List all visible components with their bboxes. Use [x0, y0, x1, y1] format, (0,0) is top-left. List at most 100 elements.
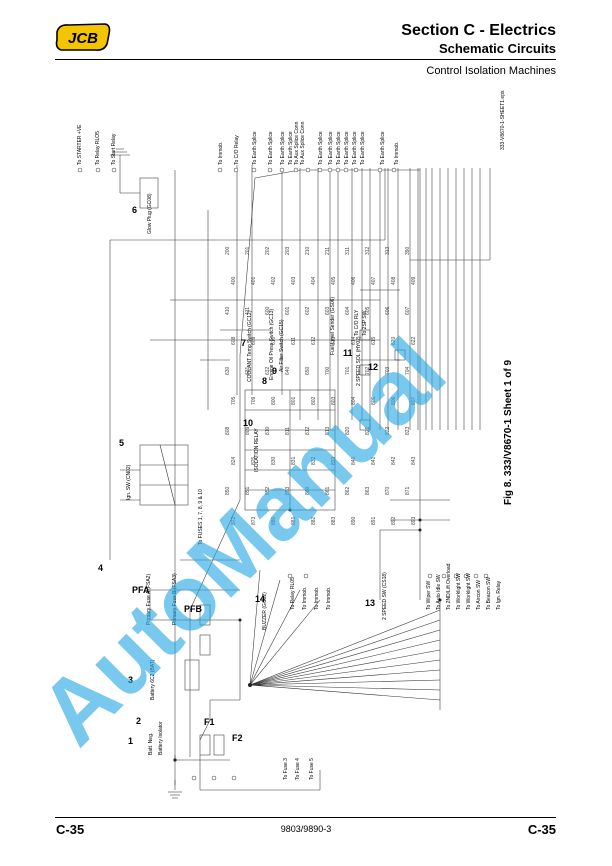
wire-number: 403 — [291, 276, 297, 285]
wire-number: 401 — [251, 276, 257, 285]
wire-number: 607 — [405, 306, 411, 315]
wire-number: 211 — [325, 247, 331, 255]
wire-number: 201 — [245, 246, 251, 255]
label-to-co-rly: To C/O RLY — [354, 309, 360, 336]
component-number-1: 1 — [128, 736, 134, 746]
component-number-11: 11 — [343, 348, 353, 358]
component-number-13: 13 — [365, 598, 376, 608]
wire-number: 202 — [265, 246, 271, 255]
wire-number: 602 — [305, 306, 311, 315]
subsection-title: Schematic Circuits — [438, 41, 556, 56]
wire-number: 893 — [411, 516, 417, 525]
fuse-label-f2: F2 — [232, 733, 243, 743]
wire-number: 631 — [245, 366, 251, 375]
logo-text: JCB — [68, 30, 98, 47]
label-right-bottom-1: To Immob. — [394, 141, 400, 165]
document-number: 9803/9890-3 — [280, 824, 332, 834]
wire-number: 601 — [285, 306, 291, 315]
wire-number: 640 — [285, 366, 291, 375]
wire-number: 843 — [411, 456, 417, 465]
page-number-right: C-35 — [527, 822, 556, 837]
fuse-label-pfb: PFB — [184, 604, 202, 614]
fuse-label-f1: F1 — [204, 717, 215, 727]
wire-number: 402 — [271, 276, 277, 285]
wire-number: 892 — [391, 516, 397, 525]
label-right-list-3: To Earth Splice — [268, 131, 274, 165]
wire-number: 630 — [225, 366, 231, 375]
wire-number: 313 — [385, 246, 391, 255]
label-right-bottom-0: To Earth Splice — [380, 131, 386, 165]
label-2speed-switch: 2 SPEED SW (CS18) — [382, 572, 388, 620]
wire-number: 610 — [271, 336, 277, 345]
label-ign-switch: Ign. SW (CN02) — [126, 464, 132, 500]
label-right-list-8: To Earth Splice — [318, 131, 324, 165]
component-number-8: 8 — [262, 376, 268, 386]
wire-number: 801 — [291, 396, 297, 405]
wire-number: 800 — [271, 396, 277, 405]
wire-number: 405 — [331, 276, 337, 285]
label-bottom-10: To Worklight SW — [456, 573, 462, 610]
wire-number: 410 — [225, 306, 231, 315]
label-to-start-relay: To Start Relay — [111, 133, 117, 165]
label-right-list-2: To Earth Splice — [252, 131, 258, 165]
label-right-list-7: To Aux Splice Conn — [300, 121, 306, 165]
label-batt-neg: Batt. Neg. — [148, 732, 154, 755]
wire-number: 411 — [245, 307, 251, 315]
label-bottom-6: To Immob. — [326, 586, 332, 610]
label-bottom-4: To Immob. — [302, 586, 308, 610]
wire-number: 809 — [245, 426, 251, 435]
wire-number: 810 — [265, 426, 271, 435]
label-bottom-13: To Beacon SW — [486, 576, 492, 610]
wire-number: 600 — [265, 306, 271, 315]
wire-number: 891 — [371, 516, 377, 525]
wire-number: 406 — [351, 276, 357, 285]
wire-number: 871 — [405, 486, 411, 495]
label-bottom-1: To Fuse 4 — [295, 758, 301, 780]
figure-caption-main: Fig 8. 333/V8670-1 Sheet 1 — [503, 377, 514, 505]
wire-number: 824 — [231, 456, 237, 465]
component-number-2: 2 — [136, 716, 142, 726]
wire-number: 890 — [351, 516, 357, 525]
label-right-list-1: To C/O Relay — [234, 135, 240, 165]
component-number-14: 14 — [255, 594, 266, 604]
label-bottom-5: To Immob. — [314, 586, 320, 610]
label-bottom-7: To Wiper SW — [426, 580, 432, 610]
wire-number: 632 — [265, 366, 271, 375]
wire-number: 408 — [391, 276, 397, 285]
section-title: Section C - Electrics — [401, 22, 556, 39]
component-number-12: 12 — [368, 362, 379, 372]
wire-number: 604 — [345, 306, 351, 315]
fuse-label-pfa: PFA — [132, 585, 150, 595]
component-number-10: 10 — [243, 418, 254, 428]
wire-number: 870 — [385, 486, 391, 495]
wire-number: 650 — [305, 366, 311, 375]
label-bottom-2: To Fuse 5 — [309, 758, 315, 780]
wire-number: 210 — [305, 246, 311, 255]
wire-number: 609 — [251, 336, 257, 345]
label-battery-isolator: Battery Isolator — [158, 721, 164, 755]
label-right-list-9: To Earth Splice — [328, 131, 334, 165]
wire-number: 611 — [291, 337, 297, 345]
wire-number: 613 — [331, 336, 337, 345]
page-topic: Control Isolation Machines — [426, 65, 556, 77]
wire-number: 390 — [405, 246, 411, 255]
label-glow-plug: Glow Plug (GC08) — [147, 193, 153, 234]
footer-rule — [55, 817, 556, 818]
wire-number: 312 — [365, 246, 371, 255]
component-number-7: 7 — [241, 338, 247, 348]
label-bottom-8: To Auto Idle SW — [436, 574, 442, 610]
component-number-5: 5 — [119, 438, 125, 448]
wire-number: 605 — [365, 306, 371, 315]
wire-number: 407 — [371, 276, 377, 285]
wire-number: 705 — [231, 396, 237, 405]
wire-number: 203 — [285, 246, 291, 255]
component-number-9: 9 — [272, 366, 278, 376]
figure-caption: Fig 8. 333/V8670-1 Sheet 1 of 9 — [503, 360, 514, 505]
wire-number: 606 — [385, 306, 391, 315]
figure-reference-code: 333-V8670-1-SHEET1.eps — [500, 90, 506, 150]
label-right-list-0: To Immob. — [218, 141, 224, 165]
wire-number: 603 — [325, 306, 331, 315]
wire-number: 608 — [231, 336, 237, 345]
